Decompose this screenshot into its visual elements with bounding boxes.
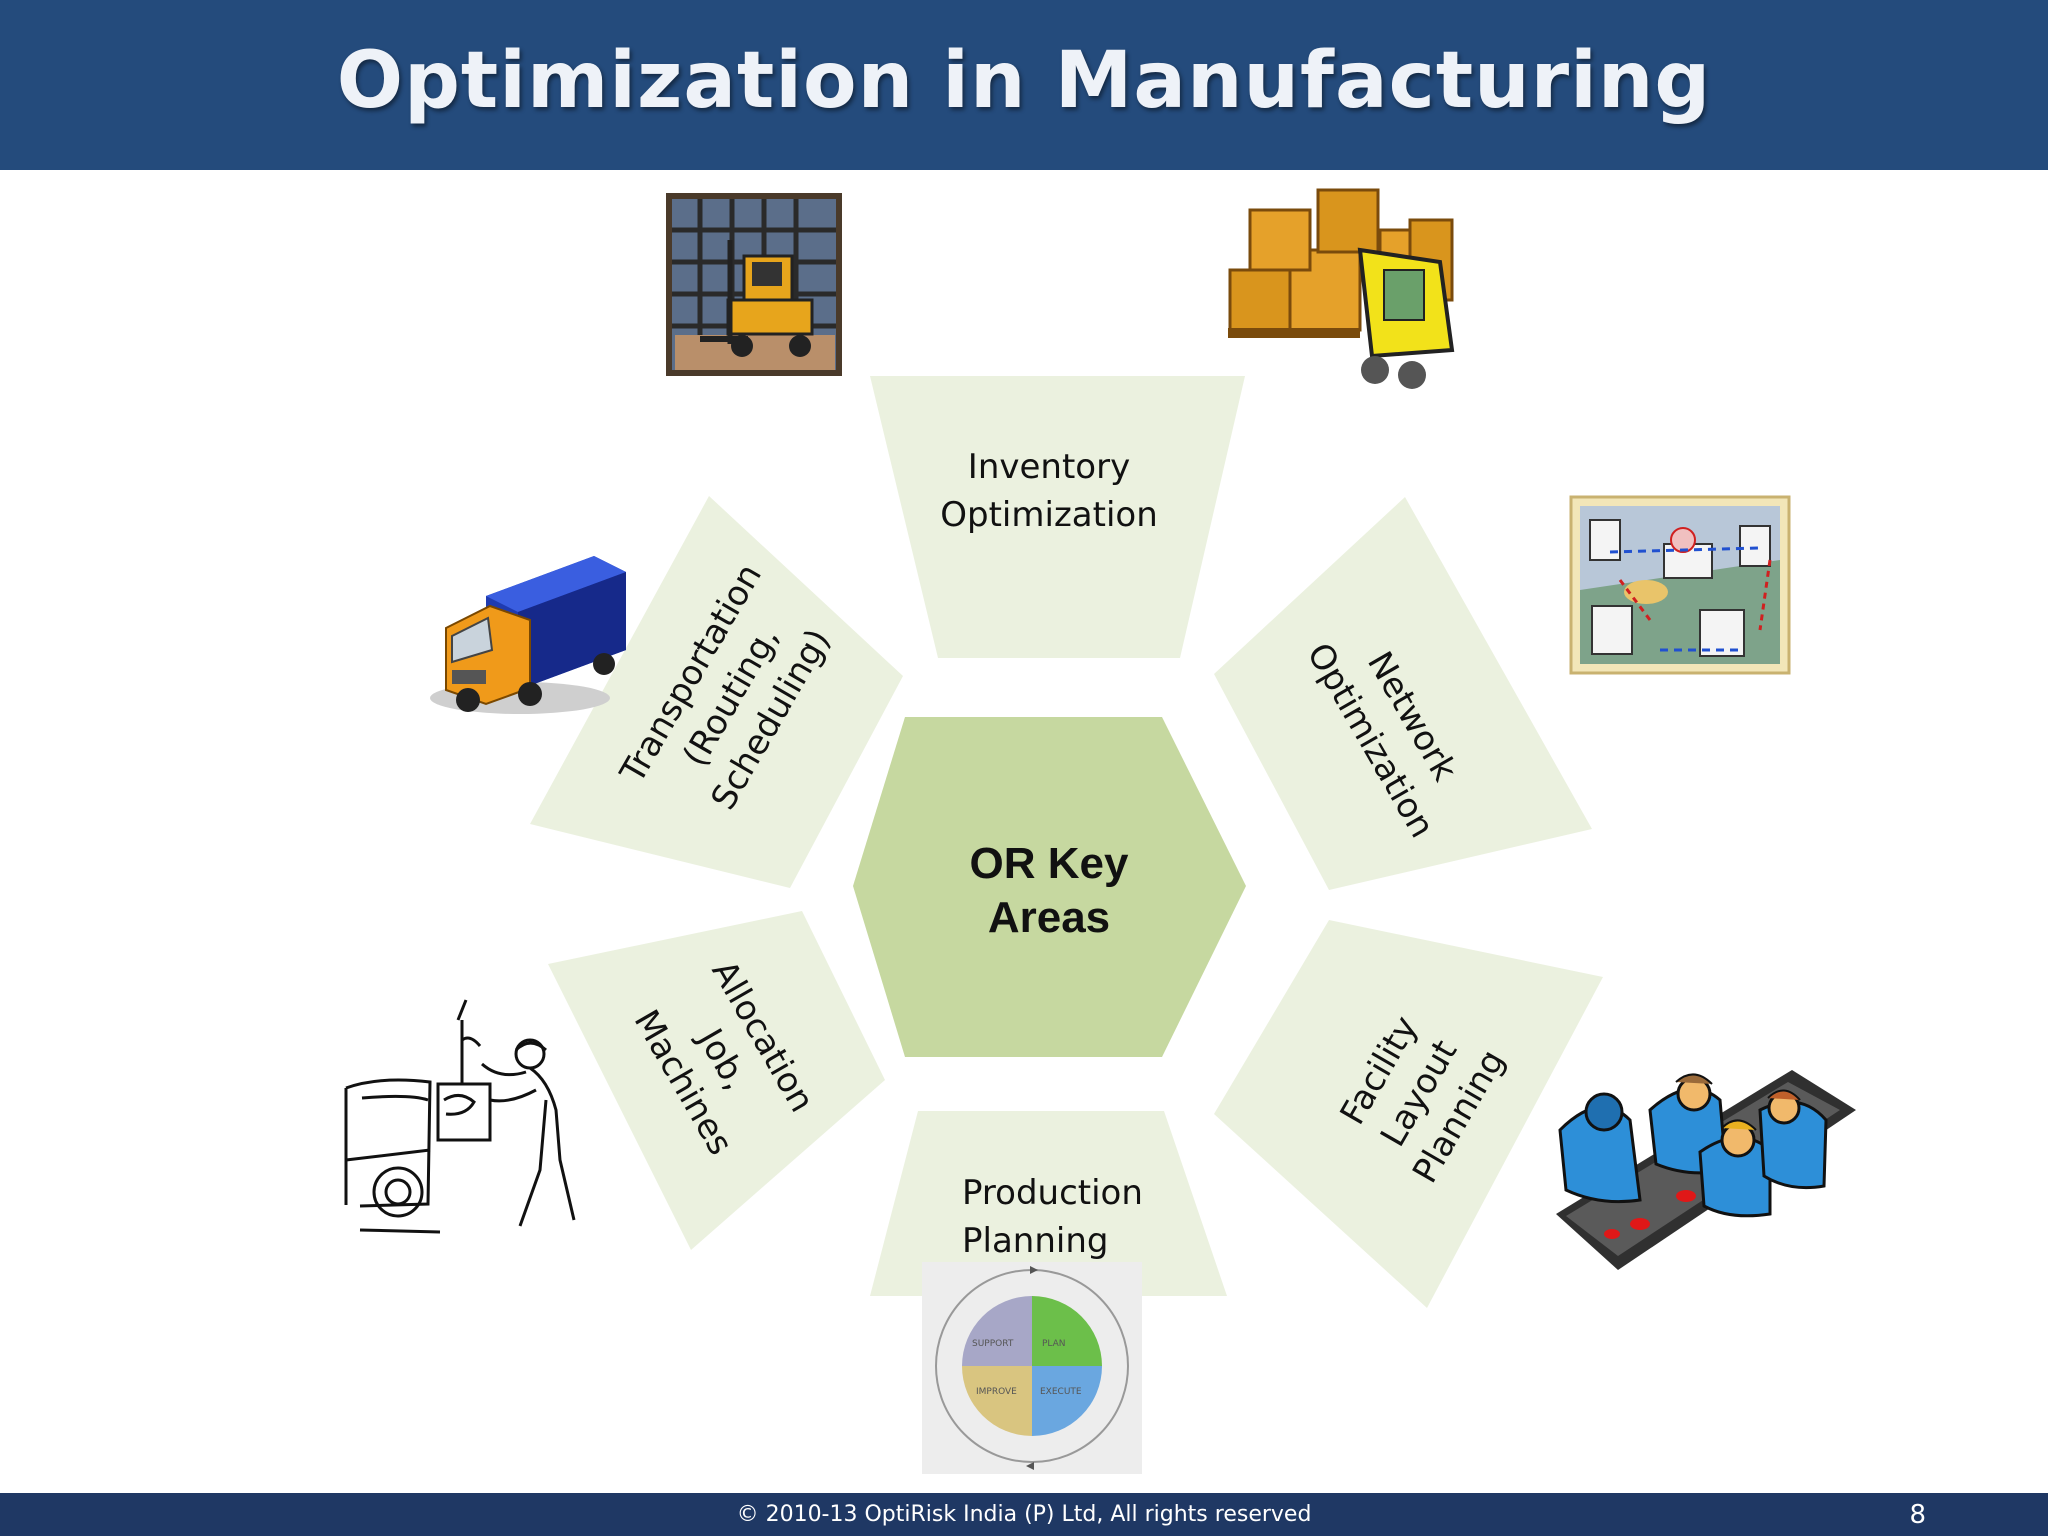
center-hexagon [853, 717, 1246, 1057]
cycle-support-label: SUPPORT [972, 1339, 1014, 1349]
cycle-plan-label: PLAN [1042, 1339, 1066, 1349]
label-production-line1: Production [962, 1173, 1143, 1213]
box-forklift-icon [1228, 188, 1455, 389]
copyright-text: © 2010-13 OptiRisk India (P) Ltd, All ri… [736, 1502, 1312, 1527]
delivery-truck-icon [430, 556, 626, 714]
footer-bar: © 2010-13 OptiRisk India (P) Ltd, All ri… [0, 1493, 2048, 1536]
label-inventory-line2: Optimization [940, 495, 1158, 535]
label-inventory-line1: Inventory [968, 447, 1130, 487]
label-production-line2: Planning [962, 1221, 1108, 1261]
network-computers-icon [1569, 495, 1791, 675]
center-label-line2: Areas [988, 893, 1110, 942]
plan-execute-cycle-icon: SUPPORT PLAN IMPROVE EXECUTE [922, 1262, 1142, 1474]
segment-transportation [530, 496, 903, 888]
title-bar: Optimization in Manufacturing [0, 0, 2048, 170]
warehouse-forklift-icon [666, 193, 842, 376]
segment-inventory [870, 376, 1245, 658]
slide-title: Optimization in Manufacturing [336, 36, 1712, 126]
segment-production [870, 1111, 1227, 1296]
segment-facility [1214, 920, 1603, 1308]
cycle-improve-label: IMPROVE [976, 1387, 1017, 1397]
center-label-line1: OR Key [970, 839, 1129, 888]
segment-allocation [548, 911, 885, 1250]
machinist-worker-icon [344, 999, 576, 1234]
label-production: Production Planning [962, 1173, 1143, 1261]
cycle-execute-label: EXECUTE [1040, 1387, 1082, 1397]
label-inventory: Inventory Optimization [940, 447, 1158, 535]
segment-network [1214, 497, 1592, 890]
page-number: 8 [1909, 1499, 1926, 1530]
factory-workers-icon [1556, 1070, 1856, 1270]
